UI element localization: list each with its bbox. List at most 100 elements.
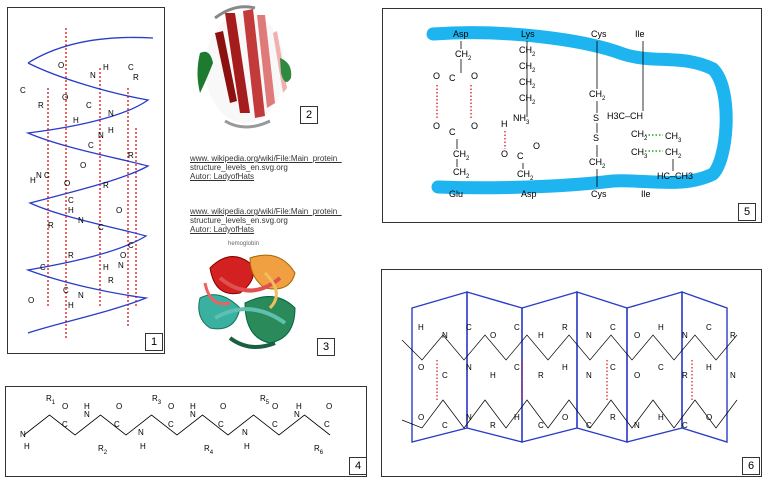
strand-backbone [401,399,738,429]
residue-label: Lys [521,29,535,39]
chain-atom-label: N [20,430,26,439]
panel-number: 6 [742,457,760,475]
group-label: C [449,127,456,137]
sheet-atom-label: N [466,363,472,372]
helix-atom-label: C [88,141,94,150]
residue-label: Cys [591,29,607,39]
sheet-atom-label: O [706,413,712,422]
sheet-atom-label: C [514,323,520,332]
chain-atom-label: H [84,402,90,411]
helix-atom-label: O [62,93,68,102]
atom-label: O [471,121,478,131]
helix-atom-label: O [116,206,122,215]
sheet-atom-label: C [706,323,712,332]
chain-atom-label: O [62,402,68,411]
reference-line: structure_levels_en.svg.org [190,216,288,225]
hemoglobin-caption: hemoglobin [228,241,260,247]
helix-atom-label: H [73,116,79,125]
group-label: CH2 [517,169,534,182]
helix-backbone [25,36,154,334]
reference-1: www. wikipedia.org/wiki/File:Main_protei… [190,154,342,181]
sheet-atom-label: C [610,363,616,372]
sheet-atom-label: R [682,371,688,380]
helix-atom-label: C [86,101,92,110]
sheet-atom-label: R [610,413,616,422]
helix-atom-label: H [68,206,74,215]
beta-sheet-diagram: HNCOCHRNCOHNCROCNHCRHNCOCRHNOCNRHCOCRNHC… [401,291,738,443]
sheet-plane [576,291,628,443]
sheet-atom-label: H [658,413,664,422]
sheet-atom-label: C [466,323,472,332]
helix-atom-label: H [103,63,109,72]
atom-label: O [433,71,440,81]
atom-label: S [593,113,599,123]
residue-label: Asp [521,189,537,199]
sheet-atom-label: R [730,331,736,340]
residue-label: Asp [453,29,469,39]
group-label: CH3 [665,131,682,144]
sheet-atom-label: H [658,323,664,332]
reference-line: structure_levels_en.svg.org [190,163,288,172]
chain-atom-label: C [272,420,278,429]
atom-label: O [471,71,478,81]
helix-atom-label: N [78,291,84,300]
chain-atom-label: N [242,428,248,437]
sheet-atom-label: C [682,421,688,430]
sheet-plane [626,291,683,443]
helix-atom-label: C [98,223,104,232]
sheet-atom-label: N [442,331,448,340]
reference-line: Autor: LadyofHats [190,172,255,181]
chain-atom-label: N [138,428,144,437]
reference-line: Autor: LadyofHats [190,225,255,234]
chain-atom-label: C [114,420,120,429]
side-chain-label: R3 [152,394,162,406]
chain-atom-label: H [190,402,196,411]
sheet-plane [521,291,578,443]
sheet-atom-label: N [730,371,736,380]
sheet-atom-label: N [634,421,640,430]
helix-atom-label: N [78,216,84,225]
sheet-atom-label: O [418,363,424,372]
side-chain-label: R4 [204,444,214,456]
sheet-atom-label: H [706,363,712,372]
helix-atom-label: C [63,286,69,295]
chain-atom-label: H [140,442,146,451]
group-label: CH2 [519,93,536,106]
chain-atom-label: N [190,410,196,419]
backbone-loop [426,26,733,195]
sheet-atom-label: C [586,421,592,430]
panel-number: 5 [738,203,756,221]
atom-label: O [433,121,440,131]
sheet-atom-label: H [562,363,568,372]
group-label: CH2 [631,129,648,142]
panel-number: 3 [317,338,335,356]
sheet-atom-label: C [442,371,448,380]
helix-atom-label: R [68,251,74,260]
helix-atom-label: H [108,126,114,135]
helix-atom-label: O [64,179,70,188]
helix-atom-label: C [44,171,50,180]
side-chain-label: R5 [260,394,270,406]
group-label: H3C–CH [607,111,643,121]
sheet-atom-label: R [490,421,496,430]
side-chain-label: R6 [314,444,324,456]
strand-backbone [401,334,738,361]
group-label: CH2 [453,149,470,162]
sheet-atom-label: O [634,371,640,380]
sheet-atom-label: N [586,371,592,380]
sheet-plane [681,291,728,443]
sheet-atom-label: R [538,371,544,380]
helix-atom-label: O [28,296,34,305]
sheet-atom-label: C [442,421,448,430]
helix-atom-label: N [108,109,114,118]
group-label: CH2 [453,167,470,180]
ribbon-protein-image [197,5,292,129]
group-label: CH3 [631,147,648,160]
helix-atom-label: R [48,221,54,230]
sheet-atom-label: R [562,323,568,332]
